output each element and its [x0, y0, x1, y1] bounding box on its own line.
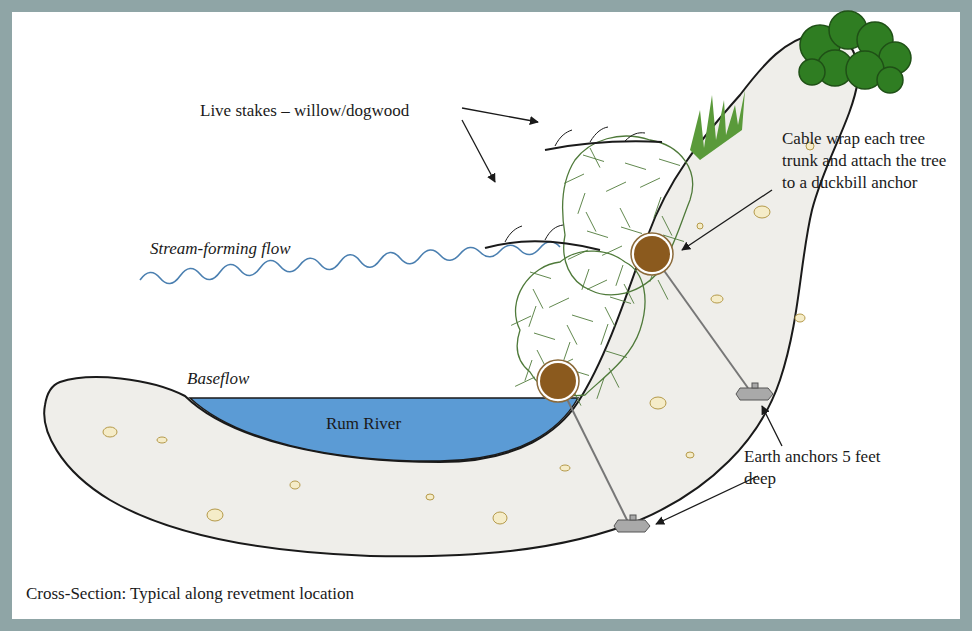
hatch-stroke	[616, 265, 623, 286]
hatch-stroke	[624, 284, 634, 304]
hatch-stroke	[587, 280, 607, 289]
hatch-stroke	[621, 227, 642, 234]
hatch-stroke	[578, 193, 585, 214]
flow-label: Stream-forming flow	[150, 238, 320, 260]
hatch-stroke	[625, 163, 646, 170]
hatch-stroke	[587, 231, 608, 238]
stone	[426, 494, 434, 500]
hatch-stroke	[640, 178, 660, 187]
hatch-stroke	[654, 197, 661, 218]
hatch-stroke	[658, 280, 668, 300]
brush-hatching	[511, 148, 684, 406]
hatch-stroke	[606, 182, 626, 191]
hatch-stroke	[582, 269, 589, 290]
hatch-stroke	[597, 378, 604, 399]
stone	[103, 427, 117, 437]
live-stake	[485, 127, 662, 250]
callout-label: Cable wrap each tree trunk and attach th…	[782, 128, 952, 194]
tree-trunk-log	[537, 233, 673, 402]
hatch-stroke	[606, 351, 627, 358]
hatch-stroke	[530, 272, 551, 279]
stone	[290, 481, 300, 489]
hatch-stroke	[515, 377, 535, 386]
hatch-stroke	[567, 325, 577, 345]
stone	[686, 452, 694, 458]
stone	[697, 223, 703, 229]
leader-arrow	[462, 108, 782, 524]
stone	[207, 509, 223, 521]
hatch-stroke	[620, 208, 630, 228]
soil-bank	[44, 33, 858, 556]
tree-canopy	[799, 11, 911, 93]
stone	[711, 295, 723, 303]
hatch-stroke	[568, 250, 588, 259]
callout-label: Earth anchors 5 feet deep	[744, 446, 884, 490]
stone	[795, 314, 805, 322]
water-level-label: Baseflow	[187, 368, 277, 390]
hatch-stroke	[549, 298, 569, 307]
anchor-cable	[560, 258, 748, 522]
stone	[650, 397, 666, 409]
hatch-stroke	[534, 333, 555, 340]
soil-stones	[103, 142, 814, 524]
hatch-stroke	[525, 360, 532, 381]
hatch-stroke	[590, 148, 600, 168]
hatch-stroke	[610, 297, 631, 304]
hatch-stroke	[533, 289, 543, 309]
hatch-stroke	[659, 159, 680, 166]
hatch-stroke	[662, 216, 672, 236]
callout-label: Live stakes – willow/dogwood	[200, 100, 470, 122]
grass	[690, 90, 745, 160]
hatch-stroke	[601, 324, 608, 345]
caption: Cross-Section: Typical along revetment l…	[26, 583, 526, 605]
hatch-stroke	[563, 342, 570, 363]
hatch-stroke	[605, 307, 615, 327]
hatch-stroke	[529, 306, 536, 327]
brush-bundle	[516, 136, 693, 396]
river-water	[190, 398, 578, 461]
stone	[493, 512, 507, 524]
hatch-stroke	[583, 155, 604, 162]
hatch-stroke	[586, 212, 596, 232]
stone	[560, 465, 570, 471]
hatch-stroke	[511, 316, 531, 325]
stone	[157, 437, 167, 443]
hatch-stroke	[609, 368, 619, 388]
stone	[754, 206, 770, 218]
hatch-stroke	[564, 174, 584, 183]
hatch-stroke	[602, 246, 622, 255]
river-name: Rum River	[326, 413, 436, 435]
hatch-stroke	[572, 315, 593, 322]
